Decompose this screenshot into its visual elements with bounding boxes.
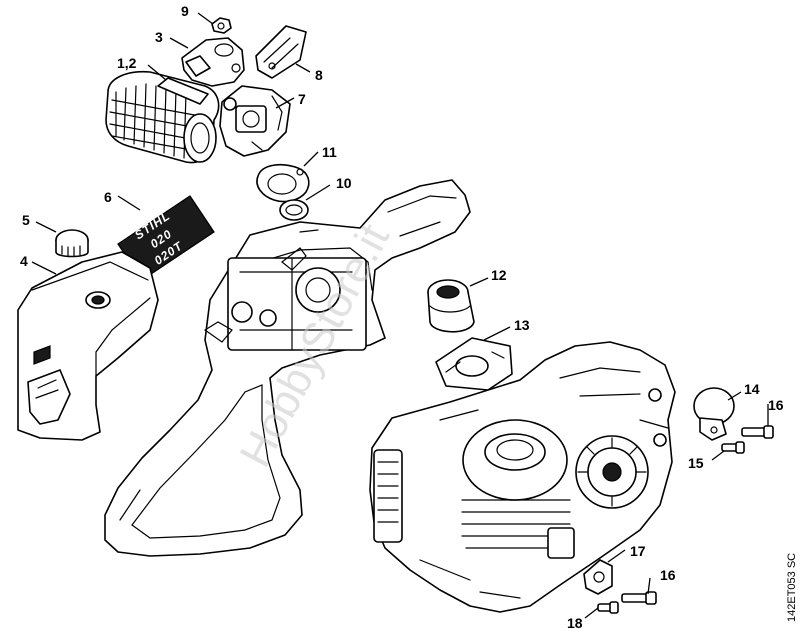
callout-8: 8 bbox=[315, 67, 323, 83]
callout-6: 6 bbox=[104, 189, 112, 205]
gasket bbox=[256, 163, 310, 203]
callout-17: 17 bbox=[630, 543, 646, 559]
upper-mount-bolt bbox=[721, 441, 745, 454]
lower-mount-bracket bbox=[583, 559, 613, 595]
upper-mount-screw bbox=[741, 425, 774, 439]
callout-16-lower: 16 bbox=[660, 567, 676, 583]
air-filter bbox=[105, 70, 220, 164]
stihl-decal: STIHL 020 020T bbox=[117, 195, 215, 281]
shroud-cover bbox=[17, 251, 159, 441]
callout-4: 4 bbox=[20, 253, 28, 269]
callout-16-upper: 16 bbox=[768, 397, 784, 413]
hex-nut bbox=[211, 17, 232, 34]
manifold-flange bbox=[435, 337, 513, 391]
callout-labels: 9 3 1,2 8 7 11 10 6 5 4 12 13 14 16 15 1… bbox=[20, 3, 784, 631]
callout-5: 5 bbox=[22, 212, 30, 228]
callout-12: 12 bbox=[491, 267, 507, 283]
callout-11: 11 bbox=[322, 144, 337, 160]
callout-10: 10 bbox=[336, 175, 352, 191]
sealing-ring bbox=[279, 199, 309, 221]
callout-3: 3 bbox=[155, 29, 163, 45]
upper-mount-bracket bbox=[693, 387, 735, 441]
rear-handle-frame bbox=[104, 179, 471, 557]
callout-1-2: 1,2 bbox=[117, 55, 137, 71]
document-code: 142ET053 SC bbox=[786, 553, 798, 622]
engine-crankcase bbox=[369, 341, 676, 613]
lower-mount-screw bbox=[621, 591, 657, 605]
callout-15: 15 bbox=[688, 455, 704, 471]
callout-18: 18 bbox=[567, 615, 583, 631]
baffle-plate bbox=[255, 25, 307, 79]
carburetor bbox=[219, 85, 291, 157]
callout-7: 7 bbox=[298, 91, 306, 107]
leader-lines bbox=[31, 12, 769, 619]
callout-13: 13 bbox=[514, 317, 530, 333]
callout-14: 14 bbox=[744, 381, 760, 397]
lower-mount-bolt bbox=[597, 601, 619, 614]
intake-boot bbox=[427, 279, 475, 333]
callout-9: 9 bbox=[181, 3, 189, 19]
filler-cap bbox=[55, 229, 89, 258]
carburetor-adapter bbox=[181, 37, 245, 87]
